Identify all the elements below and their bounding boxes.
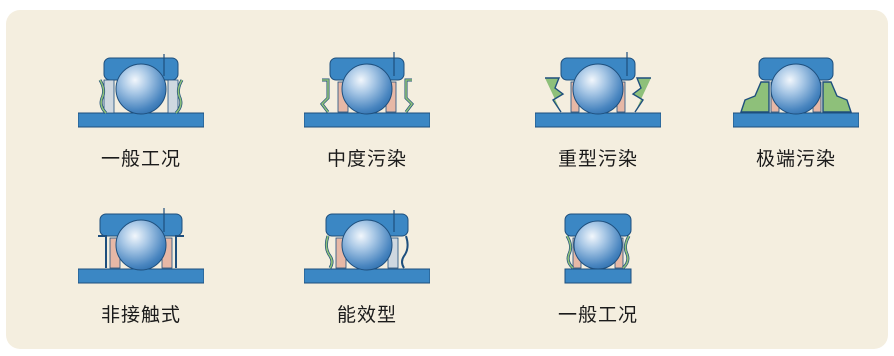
bearing-seal-general-icon: [78, 54, 204, 128]
seal-type-heavy-contamination: 重型污染: [523, 50, 673, 200]
seal-type-energy-efficient: 能效型: [292, 206, 442, 356]
seal-type-label: 重型污染: [557, 148, 638, 170]
bearing-seal-energy-efficient-icon: [304, 210, 430, 284]
bearing-seal-general-narrow-icon: [564, 213, 632, 284]
seal-type-moderate-contamination: 中度污染: [292, 50, 442, 200]
seal-type-extreme-contamination: 极端污染: [721, 50, 871, 200]
seal-type-label: 极端污染: [755, 148, 836, 170]
bearing-seal-heavy-contamination-icon: [535, 52, 661, 128]
seal-type-label: 一般工况: [557, 304, 638, 326]
seal-type-non-contact: 非接触式: [66, 206, 216, 356]
bearing-seal-non-contact-icon: [78, 208, 204, 284]
seal-types-panel: 一般工况 中度污染 重型污染: [6, 10, 888, 349]
seal-type-label: 中度污染: [326, 148, 407, 170]
seal-type-label: 一般工况: [100, 148, 181, 170]
bearing-seal-moderate-contamination-icon: [304, 52, 430, 128]
seal-type-general-narrow: 一般工况: [523, 206, 673, 356]
seal-type-label: 能效型: [336, 304, 397, 326]
bearing-seal-extreme-contamination-icon: [733, 57, 859, 128]
seal-type-general: 一般工况: [66, 50, 216, 200]
seal-type-label: 非接触式: [100, 304, 181, 326]
